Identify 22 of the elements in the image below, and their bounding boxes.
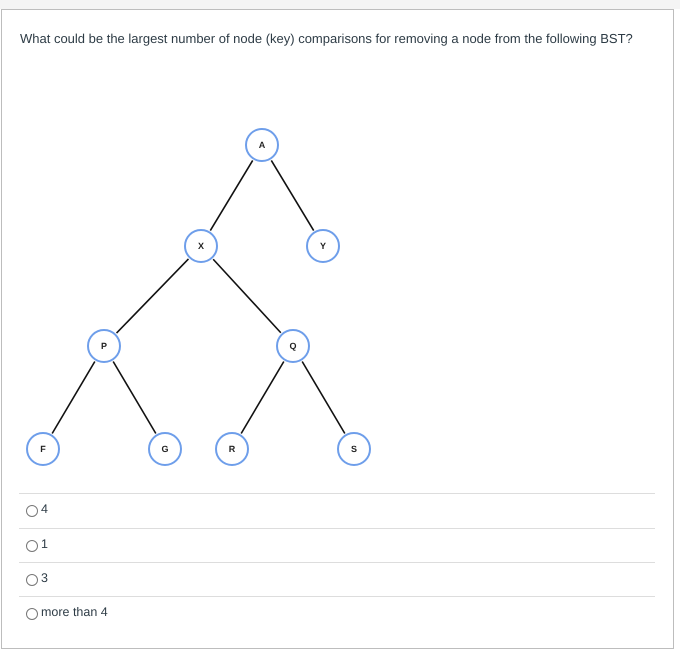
tree-edge bbox=[51, 361, 96, 434]
node-key: Q bbox=[289, 341, 296, 351]
node-key: F bbox=[40, 444, 46, 454]
tree-edge bbox=[212, 258, 282, 334]
node-key: G bbox=[161, 444, 168, 454]
tree-edge bbox=[301, 361, 346, 434]
tree-edge bbox=[240, 361, 285, 434]
tree-edge bbox=[270, 160, 314, 231]
node-key: S bbox=[350, 444, 357, 454]
node-key: A bbox=[258, 140, 266, 150]
node-key: P bbox=[100, 341, 107, 351]
tree-edge bbox=[112, 361, 157, 434]
tree-edge bbox=[116, 258, 190, 334]
answer-option: more than 4 bbox=[41, 605, 108, 619]
node-key: R bbox=[228, 444, 236, 454]
node-key: X bbox=[198, 241, 204, 251]
node-key: Y bbox=[320, 241, 326, 251]
answer-option: 3 bbox=[41, 571, 48, 585]
answer-option: 4 bbox=[41, 502, 48, 516]
question-text: What could be the largest number of node (key) comparisons for removing a node from the following BST? bbox=[20, 30, 634, 48]
tree-edge bbox=[210, 160, 254, 231]
answer-option: 1 bbox=[41, 537, 48, 551]
